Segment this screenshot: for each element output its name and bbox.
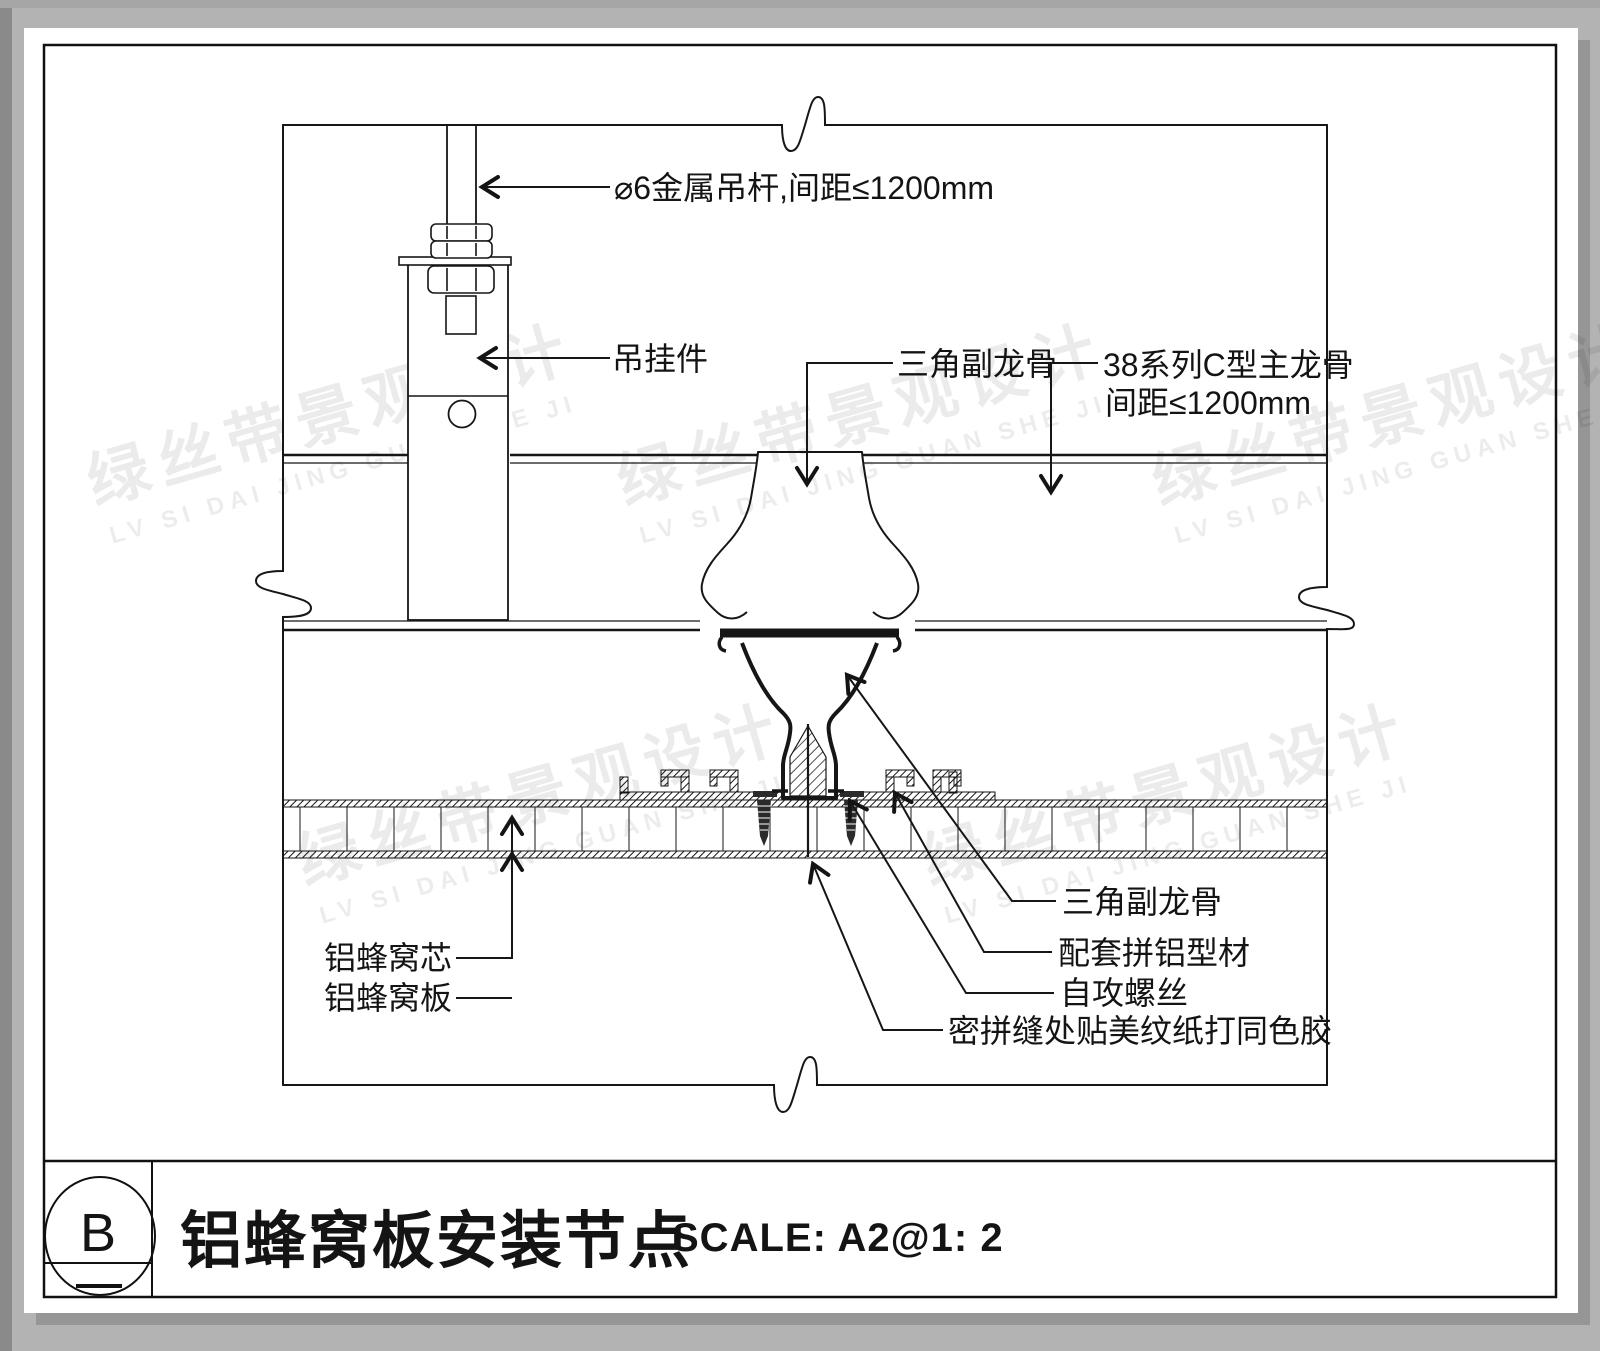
callout-joint-profile: 配套拼铝型材 <box>1058 935 1250 971</box>
callout-hanger-rod: ⌀6金属吊杆,间距≤1200mm <box>614 170 994 206</box>
honeycomb-panel-section <box>282 799 1328 859</box>
border-bottom <box>282 1055 1328 1114</box>
callout-texts: ⌀6金属吊杆,间距≤1200mm 吊挂件 三角副龙骨 38系列C型主龙骨 间距≤… <box>324 170 1354 1049</box>
rod-end <box>445 295 477 335</box>
border-right <box>1297 124 1356 1086</box>
callout-hanger-clip: 吊挂件 <box>612 341 708 377</box>
detail-bubble-letter: B <box>80 1203 116 1263</box>
title-block: B 铝蜂窝板安装节点 SCALE: A2@1: 2 <box>44 1159 1556 1297</box>
panel-bottom-skin <box>282 850 1328 859</box>
leaders <box>456 175 1098 1031</box>
profile-clip <box>660 769 690 793</box>
drawing-title: 铝蜂窝板安装节点 <box>180 1207 692 1276</box>
profile-clip <box>709 769 739 793</box>
self-tapping-screw <box>753 791 777 846</box>
callout-honeycomb-core: 铝蜂窝芯 <box>324 940 452 976</box>
suspension-bracket <box>398 223 512 621</box>
profile-clip <box>885 769 915 793</box>
callout-triangle-keel-top: 三角副龙骨 <box>897 346 1057 382</box>
border-top <box>282 95 1328 153</box>
detail-bubble: B <box>44 1176 156 1296</box>
hex-nut-lower <box>427 265 495 294</box>
triangle-keel-profile <box>717 628 902 857</box>
callout-honeycomb-panel: 铝蜂窝板 <box>324 980 452 1016</box>
panel-top-skin <box>282 799 1328 808</box>
main-keel-channel <box>283 453 1327 632</box>
callout-screw: 自攻螺丝 <box>1060 975 1188 1011</box>
bracket-hole <box>447 399 477 429</box>
honeycomb-cells <box>299 807 1288 851</box>
hanger-rod <box>446 125 477 224</box>
callout-triangle-keel-bottom: 三角副龙骨 <box>1062 884 1222 920</box>
border-left <box>254 124 313 1086</box>
hex-nut-upper <box>430 223 493 259</box>
callout-main-keel-line2: 间距≤1200mm <box>1105 385 1311 421</box>
profile-clip <box>932 769 962 793</box>
scale-label: SCALE: A2@1: 2 <box>672 1216 1004 1260</box>
keel-connector-clip <box>700 451 920 620</box>
callout-seam-note: 密拼缝处贴美纹纸打同色胶 <box>948 1013 1332 1049</box>
sheet-border <box>42 43 1558 1299</box>
callout-main-keel-line1: 38系列C型主龙骨 <box>1103 347 1354 383</box>
drawing-borders <box>254 95 1356 1114</box>
